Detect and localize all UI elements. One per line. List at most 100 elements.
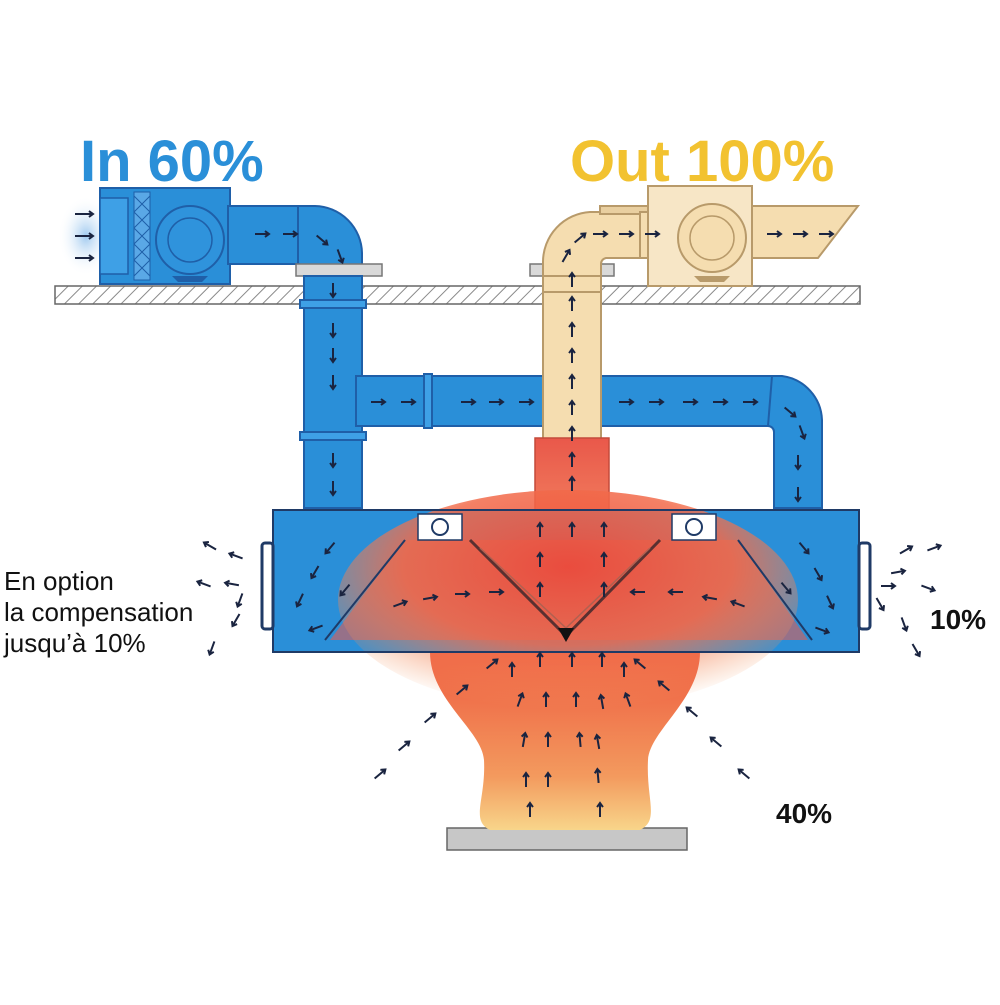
flow-arrow: [819, 230, 835, 238]
flow-arrow: [373, 768, 387, 780]
flow-arrow: [315, 234, 329, 246]
flow-arrow: [900, 617, 909, 633]
flow-arrow: [794, 487, 802, 503]
cooking-appliance: [446, 827, 688, 851]
supply-label: In 60%: [80, 129, 264, 194]
flow-arrow: [309, 565, 320, 580]
compensation-note: En option la compensation jusqu’à 10%: [4, 566, 193, 659]
flow-arrow: [767, 230, 783, 238]
flow-arrow: [899, 544, 914, 555]
flow-arrow: [573, 232, 587, 244]
flow-arrow: [544, 771, 552, 787]
flow-arrow: [283, 230, 299, 238]
flow-arrow: [519, 398, 535, 406]
exhaust-fan-unit: [647, 185, 861, 287]
flow-arrow: [633, 658, 647, 670]
flow-arrow: [526, 801, 534, 817]
flow-arrow: [489, 398, 505, 406]
flow-arrow: [422, 593, 439, 602]
flow-arrow: [508, 661, 516, 677]
flow-arrow: [568, 521, 576, 537]
flow-arrow: [780, 581, 792, 595]
flow-arrow: [911, 643, 922, 658]
flow-arrow: [202, 540, 217, 551]
flow-arrow: [701, 593, 718, 602]
flow-arrow: [927, 543, 943, 552]
flow-arrow: [423, 712, 437, 724]
flow-arrow: [729, 599, 745, 608]
flow-arrow: [489, 588, 505, 596]
flow-arrow: [536, 581, 544, 597]
flow-arrow: [683, 398, 699, 406]
flow-arrow: [593, 733, 602, 750]
flow-arrow: [397, 740, 411, 752]
flow-arrow: [743, 398, 759, 406]
flow-arrow: [881, 582, 897, 590]
flow-arrow: [568, 399, 576, 415]
note-line: jusqu’à 10%: [4, 628, 146, 658]
flow-arrow: [75, 254, 95, 262]
flow-arrow: [600, 581, 608, 597]
flow-arrow: [561, 248, 572, 263]
flow-arrow: [568, 295, 576, 311]
flow-arrow: [536, 551, 544, 567]
flow-arrow: [207, 641, 216, 657]
flow-arrow: [235, 593, 244, 609]
flow-arrow: [255, 230, 271, 238]
flow-arrow: [657, 680, 671, 692]
flow-arrow: [629, 588, 645, 596]
flow-arrow: [619, 398, 635, 406]
flow-arrow: [921, 584, 937, 593]
flow-arrow: [329, 481, 337, 497]
bottom-percent-label: 40%: [776, 798, 833, 829]
flow-arrow: [329, 323, 337, 339]
flow-arrow: [568, 321, 576, 337]
flow-arrow: [223, 579, 240, 588]
flow-arrow: [329, 375, 337, 391]
flow-arrow: [794, 455, 802, 471]
flow-arrow: [227, 551, 243, 560]
flow-arrow: [645, 230, 661, 238]
flow-arrow: [600, 551, 608, 567]
flow-arrow: [890, 567, 907, 576]
flow-arrow: [875, 597, 886, 612]
flow-arrow: [520, 731, 529, 748]
flow-arrow: [620, 661, 628, 677]
flow-arrow: [230, 613, 241, 628]
flow-arrow: [798, 541, 810, 555]
flow-arrow: [75, 210, 95, 218]
airflow-arrows: [75, 210, 943, 817]
flow-arrow: [401, 398, 417, 406]
flow-arrow: [461, 398, 477, 406]
side-percent-label: 10%: [930, 604, 987, 635]
flow-arrow: [568, 425, 576, 441]
flow-arrow: [667, 588, 683, 596]
flow-arrow: [568, 451, 576, 467]
flow-arrow: [336, 249, 345, 265]
flow-arrow: [371, 398, 387, 406]
flow-arrow: [516, 691, 525, 707]
flow-arrow: [542, 691, 550, 707]
flow-arrow: [793, 230, 809, 238]
flow-arrow: [813, 567, 824, 582]
flow-arrow: [455, 684, 469, 696]
flow-arrow: [815, 626, 831, 635]
flow-arrow: [593, 767, 602, 784]
flow-arrow: [339, 583, 351, 597]
flow-arrow: [75, 232, 95, 240]
flow-arrow: [600, 521, 608, 537]
supply-fan-unit: [58, 187, 231, 285]
flow-arrow: [575, 731, 584, 748]
flow-arrow: [713, 398, 729, 406]
note-line: la compensation: [4, 597, 194, 627]
flow-arrow: [329, 453, 337, 469]
flow-arrow: [568, 475, 576, 491]
flow-arrow: [568, 373, 576, 389]
flow-arrow: [783, 406, 797, 418]
exhaust-label: Out 100%: [570, 129, 835, 194]
flow-arrow: [619, 230, 635, 238]
flow-arrow: [593, 230, 609, 238]
ceiling-slab: [54, 285, 861, 305]
flow-arrow: [598, 651, 606, 667]
